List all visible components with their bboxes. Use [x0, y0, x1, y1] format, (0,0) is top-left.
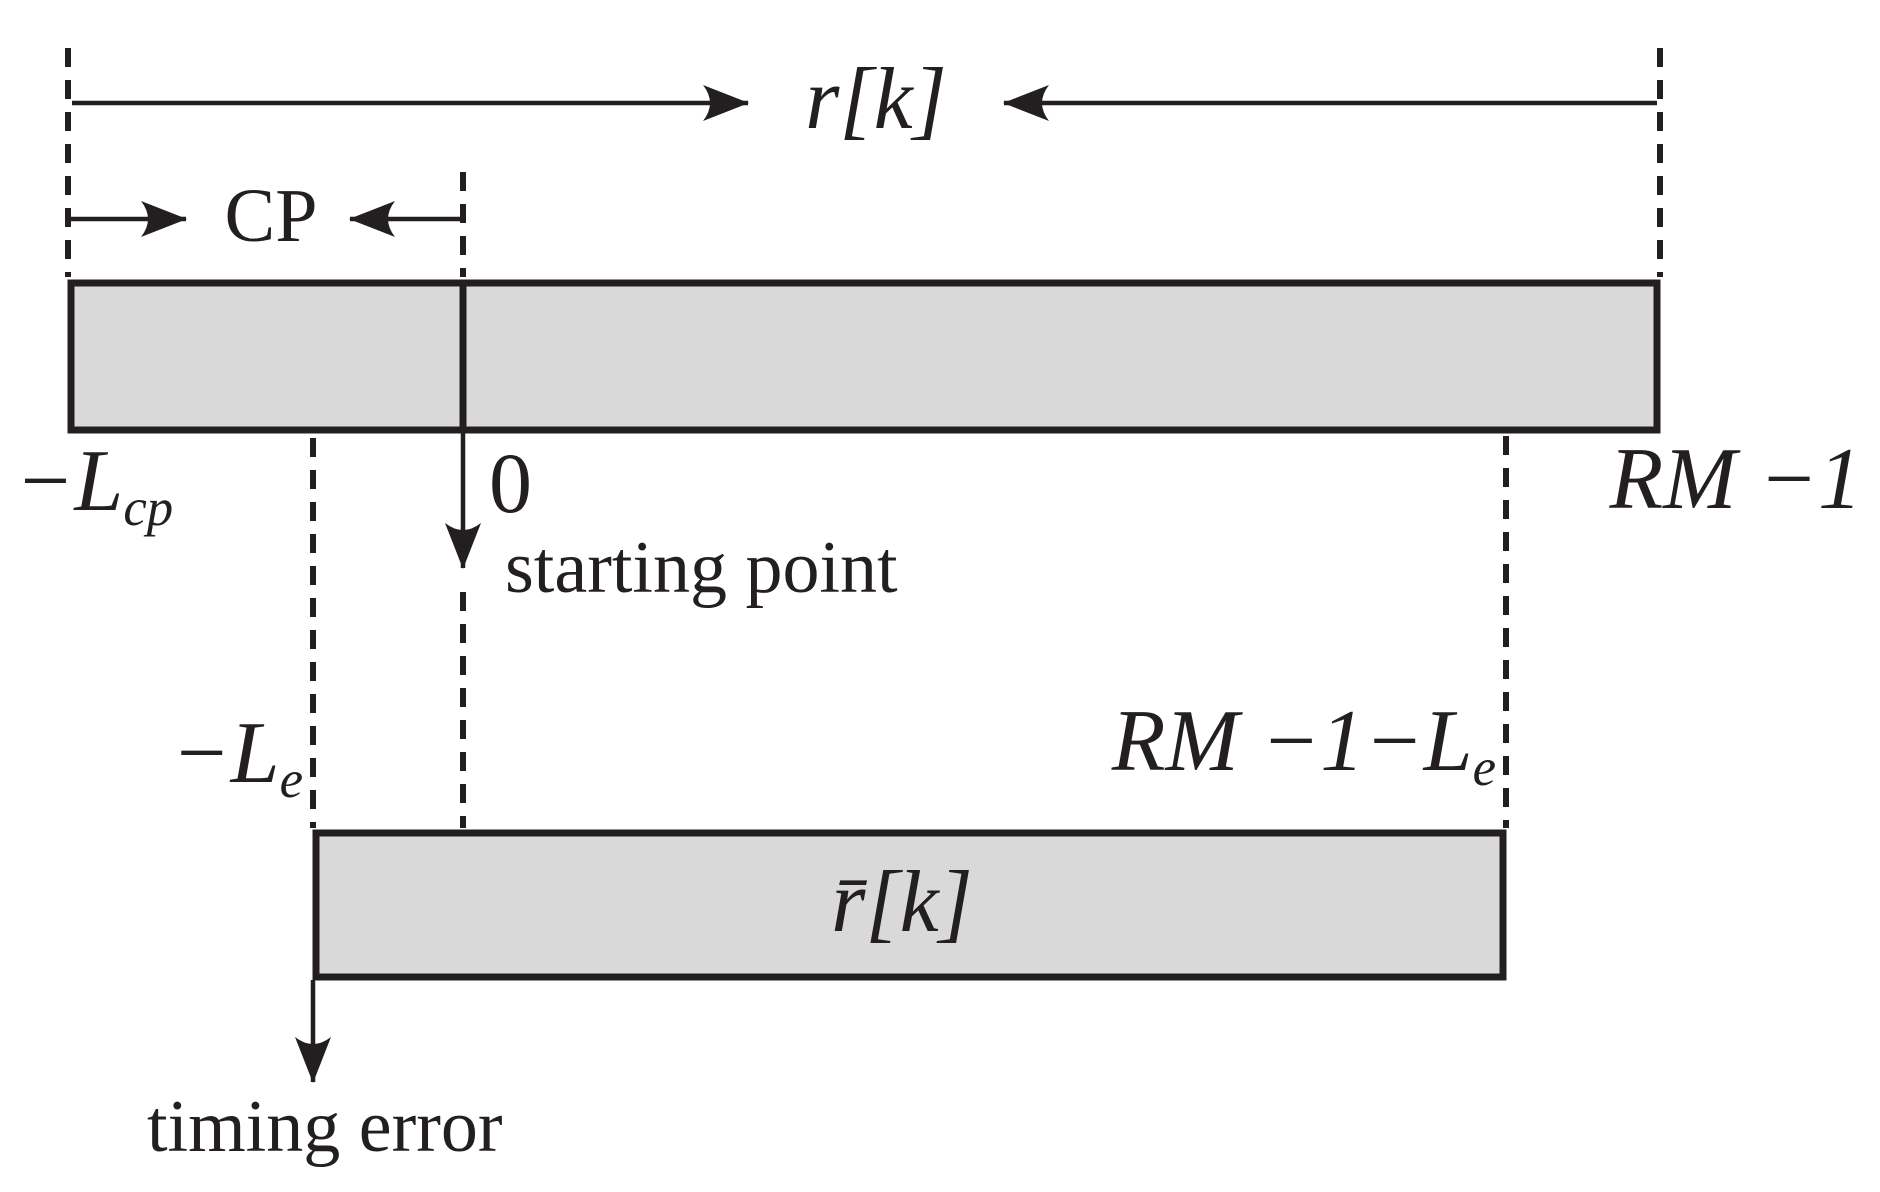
windowed-signal-bar — [312, 829, 1507, 981]
cp-label: CP — [224, 174, 318, 258]
starting-point-label: starting point — [505, 527, 898, 609]
rm-minus-1-label: RM −1 — [1609, 431, 1862, 528]
rbar-label: r̄[k] — [831, 854, 973, 951]
neg-le-label: −Le — [171, 705, 303, 809]
timing-error-label: timing error — [147, 1086, 503, 1168]
signal-r-label: r[k] — [805, 51, 947, 148]
neg-lcp-label: −Lcp — [15, 433, 174, 537]
received-signal-bar — [67, 279, 1661, 434]
zero-label: 0 — [489, 435, 532, 531]
rm-minus-1-minus-le-label: RM −1−Le — [1111, 693, 1496, 797]
